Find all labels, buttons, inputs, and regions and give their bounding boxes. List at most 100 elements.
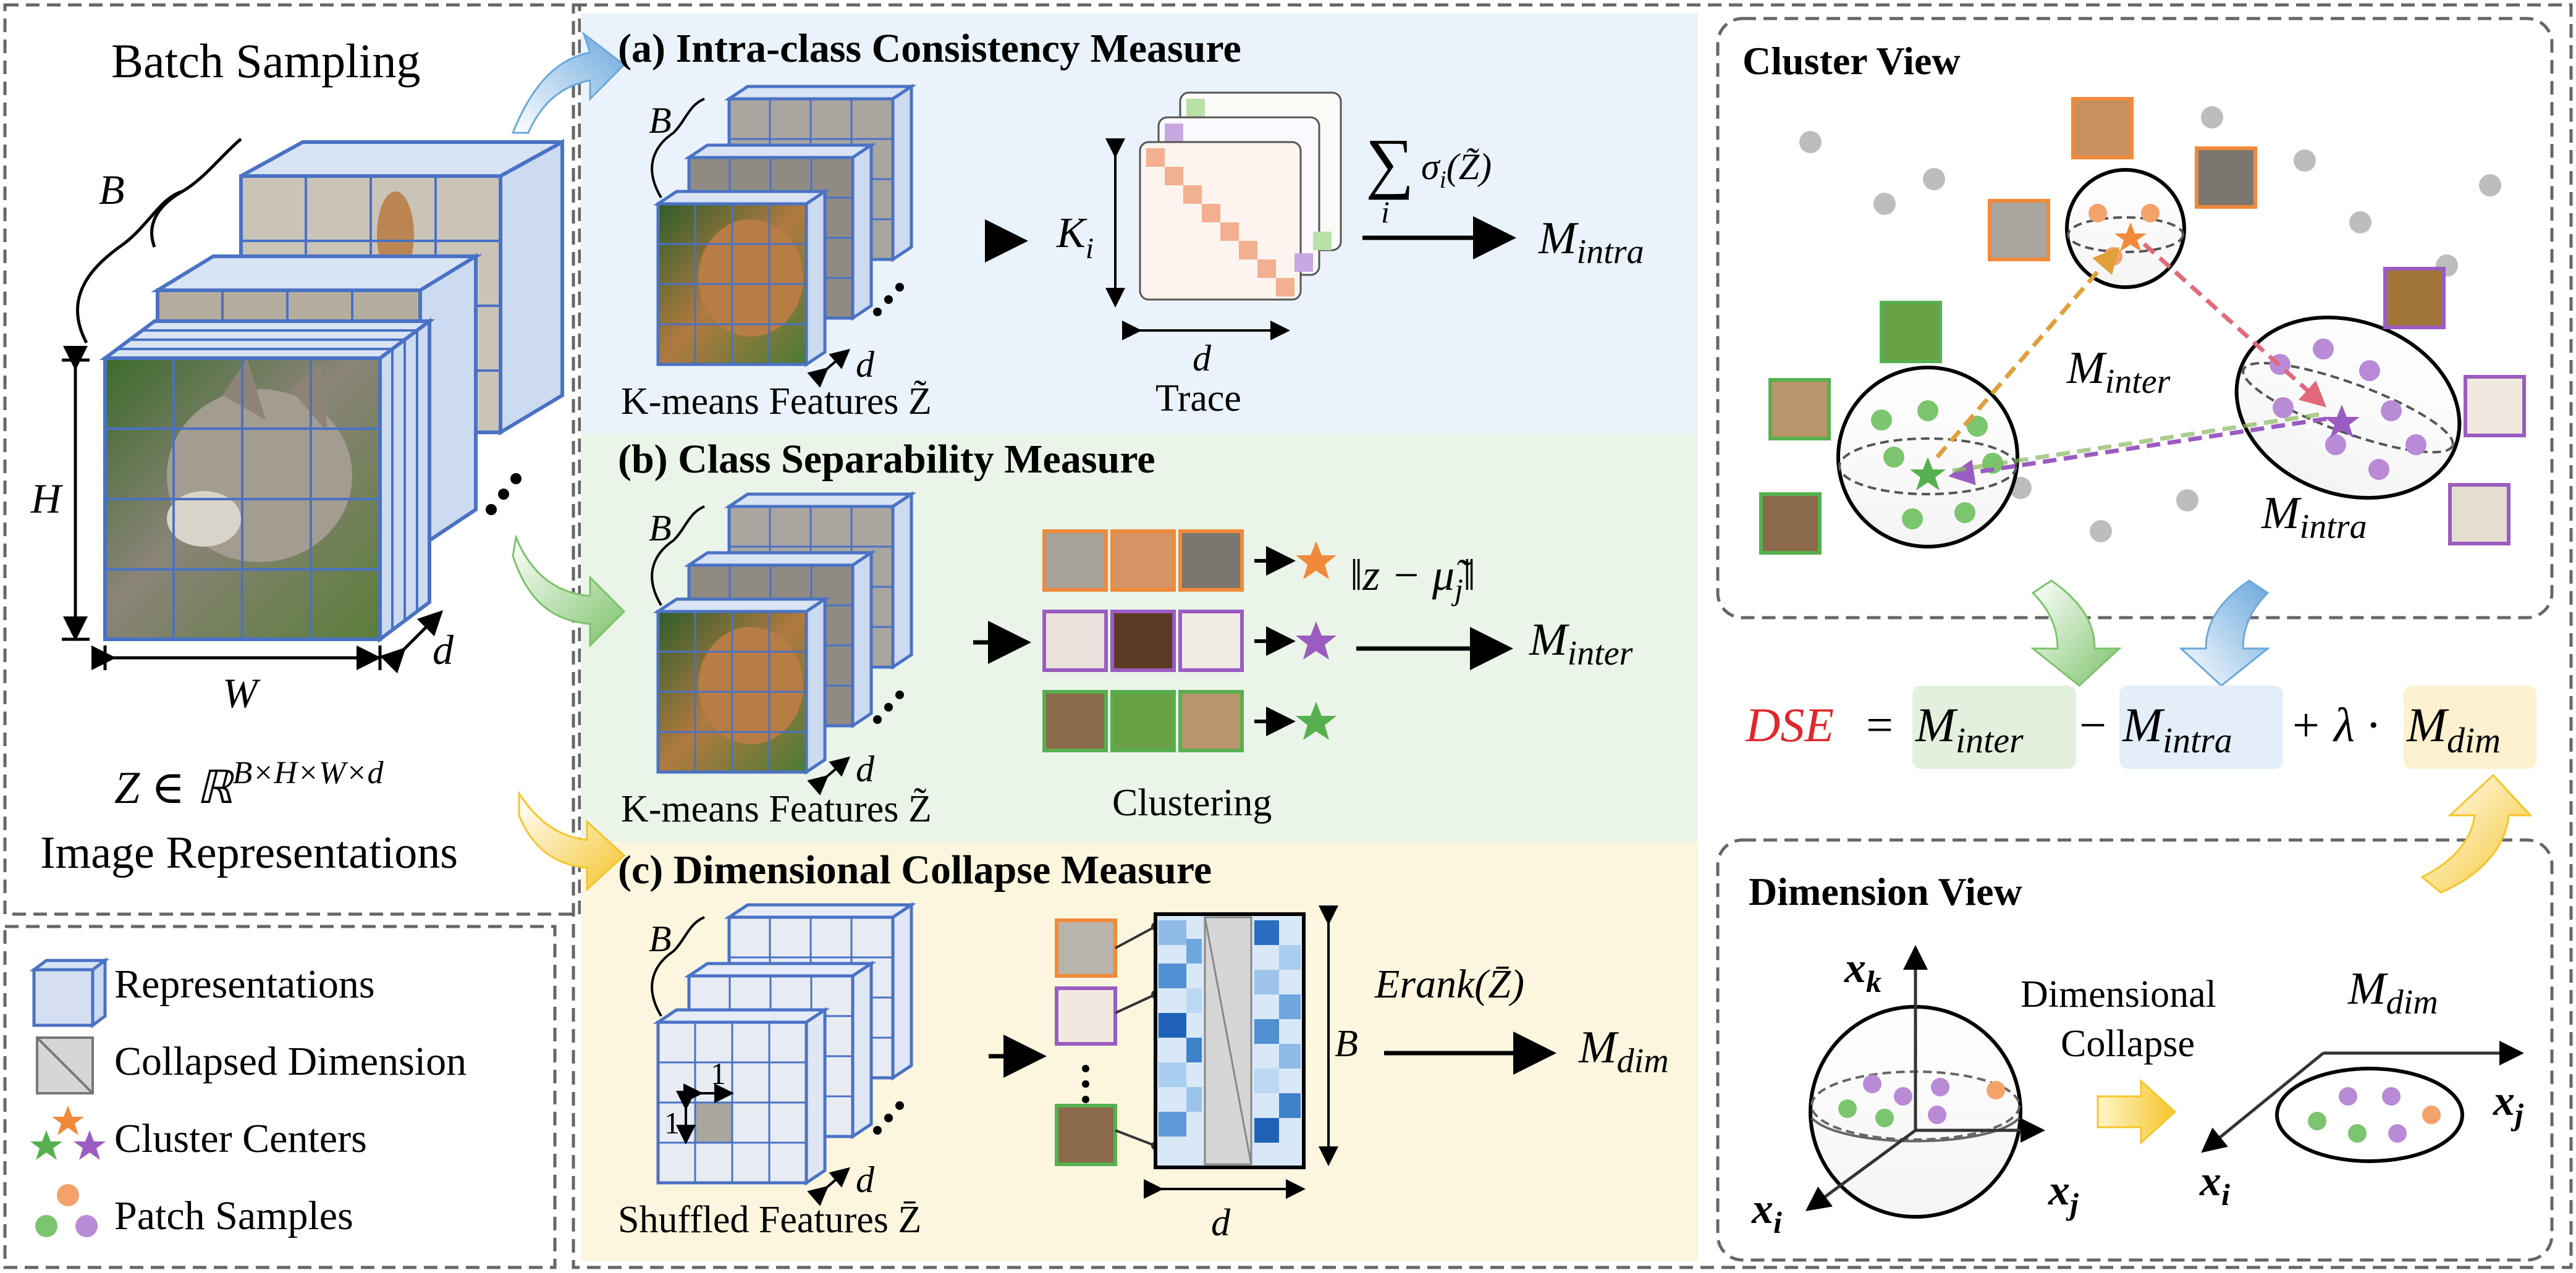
dse-t2: Mintra <box>2122 698 2232 760</box>
panel-b-norm-formula: ‖z − μ̃j‖ <box>1350 550 1476 607</box>
cluster-view-frame <box>1716 17 2554 620</box>
left-z-formula: Z ∈ ℝB×H×W×d <box>114 755 384 813</box>
collapsed-axis-j-label: xj <box>2493 1077 2524 1132</box>
panel-a-matrix-d-label: d <box>1193 338 1212 379</box>
dse-term-dim-bg <box>2404 686 2536 769</box>
panel-b-output: Minter <box>1529 615 1633 673</box>
dse-lhs: DSE <box>1745 698 1834 752</box>
panel-c-d-arrow <box>807 1167 851 1206</box>
panel-a-feature-cubes <box>652 83 917 368</box>
panel-a-sigma-term: σi(Z̃) <box>1421 146 1492 193</box>
cluster-view-m-intra: Mintra <box>2261 488 2367 546</box>
panel-c-heatmap-matrix <box>1154 912 1306 1169</box>
legend-frame <box>3 925 557 1269</box>
panel-a-matrix-stack <box>1139 91 1342 301</box>
legend-representations-icon <box>29 957 110 1028</box>
panel-a-trace-label: Trace <box>1155 377 1241 419</box>
panel-c-output: Mdim <box>1578 1022 1669 1080</box>
dimension-view-frame <box>1716 838 2554 1262</box>
left-d-label: d <box>433 626 454 673</box>
cluster-star-orange <box>1296 541 1337 579</box>
collapsed-ellipse <box>2275 1067 2464 1163</box>
left-ellipsis-dot-2 <box>498 489 509 500</box>
panel-a-b-brace <box>651 98 705 199</box>
heatmap-cells <box>1159 920 1301 1143</box>
dimension-collapse-caption-2: Collapse <box>2061 1023 2195 1065</box>
panel-b-d-label: d <box>856 749 875 789</box>
panel-a-features-label: K-means Features Z̃ <box>621 380 932 422</box>
panel-c-thumbnails <box>1055 918 1160 1166</box>
panel-c-erank-label: Erank(Z̄) <box>1374 962 1524 1007</box>
dse-eq: = <box>1866 698 1893 752</box>
panel-a-title: (a) Intra-class Consistency Measure <box>618 26 1241 71</box>
left-d-arrow <box>379 610 444 674</box>
dse-t3: Mdim <box>2406 698 2501 760</box>
panel-c-d-label: d <box>856 1159 875 1200</box>
arrow-to-panel-a <box>511 31 626 134</box>
cluster-star-green <box>1296 702 1337 740</box>
dse-term-inter-bg <box>1912 686 2076 769</box>
cluster-sphere-rabbit <box>1836 366 2019 548</box>
panel-a-sum-sub: i <box>1381 195 1390 229</box>
panel-c-title: (c) Dimensional Collapse Measure <box>618 847 1212 893</box>
cluster-view-m-inter: Minter <box>2066 343 2171 401</box>
dimension-axis-i-label: xi <box>1751 1185 1782 1240</box>
dse-formula: DSE = Minter − Mintra + λ · Mdim <box>1745 686 2536 769</box>
left-b-label: B <box>99 166 125 213</box>
panel-a-output: Mintra <box>1538 213 1644 271</box>
arrow-dimension-to-dse <box>2420 773 2533 894</box>
cluster-view-title: Cluster View <box>1742 39 1961 83</box>
panel-b-cluster-row-rabbit <box>1042 690 1337 752</box>
panel-b-cluster-row-dog <box>1042 610 1337 672</box>
dimension-axis-k-label: xk <box>1844 944 1881 999</box>
panel-a-ki-label: Ki <box>1056 209 1094 265</box>
panel-c-b-label: B <box>649 918 672 959</box>
panel-a-d-label: d <box>856 344 875 385</box>
panel-c-features-label: Shuffled Features Z̄ <box>618 1199 921 1241</box>
dimension-view-title: Dimension View <box>1749 870 2022 914</box>
left-ellipsis-dot-1 <box>486 504 497 515</box>
dse-t1: Minter <box>1915 698 2024 760</box>
legend-representations-label: Representations <box>114 962 375 1007</box>
left-ellipsis-dot-3 <box>510 473 522 484</box>
left-frame <box>3 3 581 916</box>
panel-b-cluster-row-cat <box>1042 529 1337 592</box>
collapsed-axis-i <box>2201 1052 2325 1153</box>
cluster-sphere-cat <box>2065 168 2186 289</box>
left-w-label: W <box>222 670 261 716</box>
dse-plus-lambda: + λ · <box>2289 698 2379 752</box>
legend: Representations Collapsed Dimension Clus… <box>29 957 467 1238</box>
batch-sampling-title: Batch Sampling <box>111 34 420 88</box>
cluster-star-purple <box>1296 621 1337 660</box>
panel-c-matrix-b-label: B <box>1335 1023 1358 1065</box>
panel-c-1b-label: 1 <box>664 1106 680 1140</box>
legend-centers-label: Cluster Centers <box>114 1116 367 1161</box>
panel-b-title: (b) Class Separability Measure <box>618 437 1155 482</box>
legend-patches-icon <box>35 1184 98 1237</box>
left-z-caption: Image Representations <box>40 828 458 878</box>
panel-b-d-arrow <box>807 756 851 796</box>
dimension-axis-j-label: xj <box>2048 1167 2079 1221</box>
panel-b-clustering-label: Clustering <box>1112 782 1272 824</box>
arrow-to-panel-b <box>512 534 626 648</box>
dimension-collapse-caption-1: Dimensional <box>2021 973 2216 1015</box>
panel-b-feature-cubes <box>652 491 917 775</box>
arrow-cluster-to-inter <box>2030 579 2122 687</box>
panel-c-matrix-d-label: d <box>1211 1202 1231 1244</box>
panel-c-1a-label: 1 <box>711 1056 726 1091</box>
panel-a-b-label: B <box>649 100 672 141</box>
panel-a-sum-symbol: ∑ <box>1366 125 1414 200</box>
dse-minus: − <box>2079 698 2106 752</box>
panel-c-b-brace <box>651 916 705 1017</box>
legend-patches-label: Patch Samples <box>114 1193 353 1238</box>
dimension-axis-i <box>1805 1128 1917 1211</box>
batch-cube-front <box>99 317 435 643</box>
panel-a-d-arrow <box>807 348 851 388</box>
arrow-to-panel-c <box>518 791 626 892</box>
dimension-view-m-dim: Mdim <box>2347 964 2438 1022</box>
left-batch-brace-top <box>181 138 242 193</box>
panel-b-b-brace <box>651 505 705 607</box>
center-link-green-to-orange <box>1935 246 2119 459</box>
